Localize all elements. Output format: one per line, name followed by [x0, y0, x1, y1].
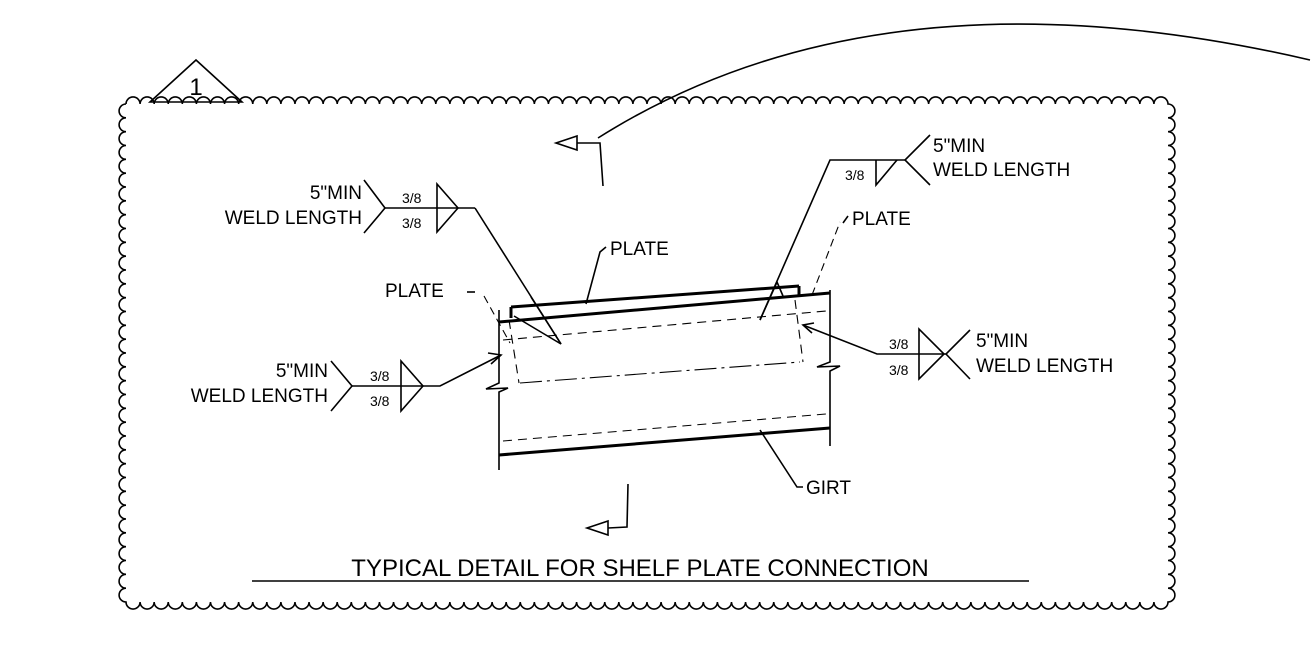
weld-size-bottom: 3/8 — [402, 215, 422, 231]
weld-length-line1: 5"MIN — [310, 183, 362, 204]
weld-symbol-bottom-left: 5"MIN WELD LENGTH 3/8 3/8 — [191, 352, 503, 414]
girt-label: GIRT — [806, 478, 851, 499]
section-cut-top — [553, 134, 604, 187]
revision-triangle-tag: 1 — [147, 58, 245, 103]
plate-label-left: PLATE — [385, 281, 444, 302]
weld-size-top: 3/8 — [889, 336, 909, 352]
weld-length-line2: WELD LENGTH — [976, 356, 1113, 377]
weld-length-line2: WELD LENGTH — [191, 386, 328, 407]
reference-arc — [597, 23, 1311, 139]
detail-title: TYPICAL DETAIL FOR SHELF PLATE CONNECTIO… — [351, 555, 928, 582]
weld-length-line2: WELD LENGTH — [933, 160, 1070, 181]
weld-length-line1: 5"MIN — [976, 331, 1028, 352]
weld-symbol-top-left: 5"MIN WELD LENGTH 3/8 3/8 — [225, 179, 562, 345]
weld-size: 3/8 — [845, 167, 865, 183]
plate-label-right: PLATE — [852, 209, 911, 230]
weld-size-top: 3/8 — [402, 190, 422, 206]
weld-size-bottom: 3/8 — [370, 393, 390, 409]
girt-member — [485, 290, 841, 470]
weld-length-line1: 5"MIN — [933, 136, 985, 157]
weld-length-line2: WELD LENGTH — [225, 208, 362, 229]
weld-symbol-top-right: 3/8 5"MIN WELD LENGTH — [759, 134, 1070, 321]
weld-size-top: 3/8 — [370, 368, 390, 384]
revision-cloud — [118, 96, 1176, 610]
weld-size-bottom: 3/8 — [889, 362, 909, 378]
weld-length-line1: 5"MIN — [276, 361, 328, 382]
shelf-plate — [509, 284, 801, 318]
plate-label-top: PLATE — [610, 239, 669, 260]
weld-symbol-right: 3/8 3/8 5"MIN WELD LENGTH — [801, 322, 1113, 381]
revision-number: 1 — [189, 74, 202, 101]
section-cut-bottom — [584, 483, 629, 537]
